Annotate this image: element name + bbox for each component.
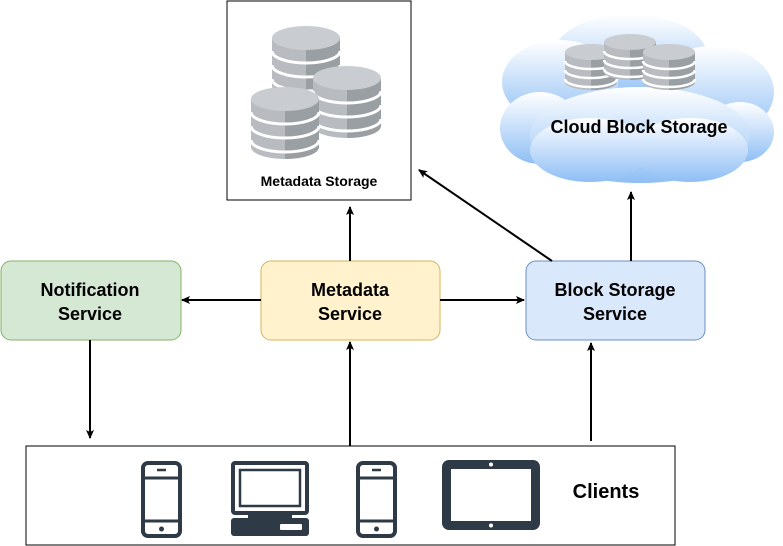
- metadata-service-box: [260, 260, 441, 341]
- block-storage-service-label-line2: Service: [583, 304, 647, 324]
- mobile-phone-icon: [141, 461, 182, 538]
- metadata-service-node: Metadata Service: [260, 260, 441, 341]
- cloud-block-storage-label: Cloud Block Storage: [550, 117, 727, 137]
- block-storage-service-box: [525, 260, 706, 341]
- clients-node: Clients: [25, 445, 676, 546]
- notification-service-label-line2: Service: [58, 304, 122, 324]
- clients-label: Clients: [573, 481, 640, 503]
- notification-service-node: Notification Service: [0, 260, 182, 341]
- metadata-storage-node: Metadata Storage: [226, 0, 412, 201]
- block-storage-service-label-line1: Block Storage: [554, 280, 675, 300]
- connectors: [86, 169, 635, 446]
- notification-service-box: [0, 260, 182, 341]
- clients-box: [25, 445, 676, 546]
- tablet-icon: [442, 460, 540, 530]
- metadata-service-label-line1: Metadata: [311, 280, 390, 300]
- arrow-block-storage-to-metadata-storage: [418, 169, 553, 262]
- desktop-computer-icon: [231, 461, 309, 536]
- metadata-storage-label: Metadata Storage: [261, 173, 378, 189]
- block-storage-service-node: Block Storage Service: [525, 260, 706, 341]
- mobile-phone-icon: [356, 461, 397, 538]
- cloud-block-storage-node: Cloud Block Storage: [500, 14, 774, 183]
- notification-service-label-line1: Notification: [41, 280, 140, 300]
- metadata-service-label-line2: Service: [318, 304, 382, 324]
